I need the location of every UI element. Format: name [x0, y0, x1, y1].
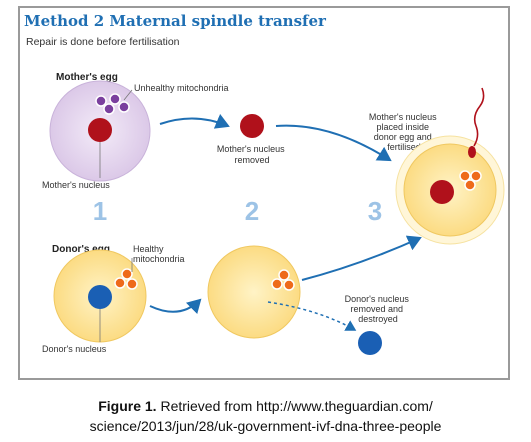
dr-line1: Donor's nucleus [345, 294, 410, 304]
destroyed-donor-nucleus [358, 331, 382, 355]
method-name: Maternal spindle transfer [109, 12, 326, 30]
unhealthy-mito-2 [109, 93, 121, 105]
mnr-line1: Mother's nucleus [217, 144, 285, 154]
step2-mito-2 [271, 278, 283, 290]
healthy-mito-1 [121, 268, 133, 280]
removed-mothers-nucleus [240, 114, 264, 138]
caption-line-2: science/2013/jun/28/uk-government-ivf-dn… [89, 418, 442, 434]
caption-figure-label: Figure 1. [98, 398, 157, 414]
unhealthy-mito-label: Unhealthy mitochondria [134, 83, 229, 93]
unhealthy-mito-leader [123, 89, 133, 101]
healthy-mito-label: Healthy mitochondria [133, 244, 185, 264]
unhealthy-mito-1 [95, 95, 107, 107]
arrow-remove-mother-nucleus [159, 113, 230, 129]
dr-line3: destroyed [358, 314, 398, 324]
caption-line1-text: Retrieved from http://www.theguardian.co… [156, 398, 433, 414]
donors-nucleus-label: Donor's nucleus [42, 344, 107, 354]
enucleated-donor-egg [207, 245, 301, 339]
healthy-mito-3 [126, 278, 138, 290]
sperm-icon [468, 87, 485, 158]
unhealthy-mito-4 [118, 101, 130, 113]
placed-label: Mother's nucleus placed inside donor egg… [369, 112, 439, 152]
step3-mito-1 [459, 170, 471, 182]
arrow-remove-donor-nucleus [149, 298, 202, 315]
arrow-place-nucleus [275, 124, 392, 162]
healthy-line2: mitochondria [133, 254, 185, 264]
mothers-egg-label: Mother's egg [56, 72, 118, 83]
arrow-donor-to-final [301, 235, 422, 281]
figure-caption: Figure 1. Retrieved from http://www.theg… [0, 396, 531, 436]
placed-line2: placed inside [376, 122, 429, 132]
step-number-3: 3 [368, 196, 382, 226]
figure-title: Method 2 Maternal spindle transfer [24, 12, 326, 30]
donor-egg-mitochondria [271, 269, 295, 291]
unhealthy-mitochondria [95, 93, 130, 115]
placed-line4: fertilised [387, 142, 421, 152]
donors-nucleus [88, 285, 112, 309]
step3-mito-2 [470, 170, 482, 182]
step2-mito-3 [283, 279, 295, 291]
healthy-line1: Healthy [133, 244, 164, 254]
step-number-2: 2 [245, 196, 259, 226]
mnr-line2: removed [234, 155, 269, 165]
step3-mito-3 [464, 179, 476, 191]
method-label: Method 2 [24, 12, 105, 30]
placed-line3: donor egg and [374, 132, 432, 142]
step-number-1: 1 [93, 196, 107, 226]
placed-line1: Mother's nucleus [369, 112, 437, 122]
healthy-mitochondria [114, 268, 138, 290]
mothers-nucleus-label: Mother's nucleus [42, 180, 110, 190]
mothers-nucleus [88, 118, 112, 142]
figure-subtitle: Repair is done before fertilisation [26, 36, 180, 48]
healthy-mito-2 [114, 277, 126, 289]
donor-removed-label: Donor's nucleus removed and destroyed [345, 294, 412, 324]
mothers-nucleus-removed-label: Mother's nucleus removed [217, 144, 287, 165]
placed-mothers-nucleus [430, 180, 454, 204]
dr-line2: removed and [350, 304, 403, 314]
step2-mito-1 [278, 269, 290, 281]
donors-egg-label: Donor's egg [52, 244, 110, 255]
fertilised-egg-mitochondria [459, 170, 482, 191]
caption-line-1: Figure 1. Retrieved from http://www.theg… [0, 396, 531, 416]
unhealthy-mito-3 [103, 103, 115, 115]
donor-nucleus-removal-path [267, 301, 357, 331]
